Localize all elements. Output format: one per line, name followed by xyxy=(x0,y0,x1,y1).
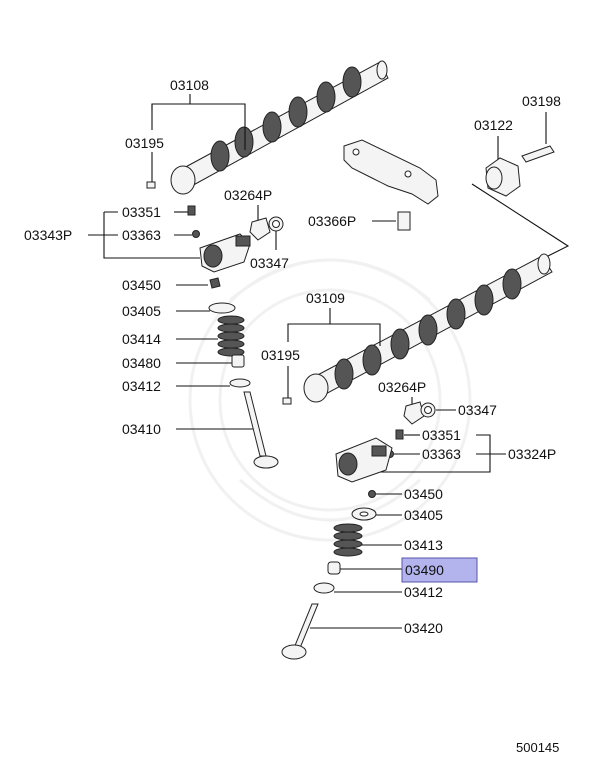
rocker-arm-lower[interactable] xyxy=(335,437,393,483)
oil-plug-03366P[interactable] xyxy=(397,211,411,231)
adjust-screw-lower[interactable] xyxy=(395,429,404,440)
gasket-03264P-upper[interactable] xyxy=(249,217,271,241)
dowel-pin-lower[interactable] xyxy=(282,397,292,405)
label-03264P-upper[interactable]: 03264P xyxy=(224,187,272,203)
spring-seat-03412-right[interactable] xyxy=(313,582,335,594)
label-03450-right[interactable]: 03450 xyxy=(404,486,443,502)
keeper-03450-right[interactable] xyxy=(368,490,376,498)
label-03198[interactable]: 03198 xyxy=(522,93,561,109)
label-03351-upper[interactable]: 03351 xyxy=(122,204,161,220)
watermark-emblem xyxy=(188,258,472,542)
label-03109[interactable]: 03109 xyxy=(306,290,345,306)
label-03351-lower[interactable]: 03351 xyxy=(422,427,461,443)
label-03405-right[interactable]: 03405 xyxy=(404,507,443,523)
highlight-box-03490 xyxy=(401,557,478,583)
spring-seat-03412-left[interactable] xyxy=(229,378,251,388)
gasket-03264P-lower[interactable] xyxy=(403,401,425,425)
camshaft-bracket[interactable] xyxy=(343,139,439,205)
label-03412-right[interactable]: 03412 xyxy=(404,584,443,600)
label-03195-upper[interactable]: 03195 xyxy=(125,135,164,151)
label-03490[interactable]: 03490 xyxy=(405,562,444,578)
label-03108[interactable]: 03108 xyxy=(170,77,209,93)
stem-seal-03490[interactable] xyxy=(327,561,341,575)
label-03405-left[interactable]: 03405 xyxy=(122,303,161,319)
sprocket-03122[interactable] xyxy=(485,157,521,197)
label-03480[interactable]: 03480 xyxy=(122,355,161,371)
label-03347-lower[interactable]: 03347 xyxy=(458,402,497,418)
rocker-arm-upper[interactable] xyxy=(199,233,251,273)
label-03363-lower[interactable]: 03363 xyxy=(422,446,461,462)
upper-camshaft[interactable] xyxy=(170,60,389,195)
adjust-screw-upper[interactable] xyxy=(187,205,196,216)
keeper-03450-left[interactable] xyxy=(209,277,221,289)
dowel-pin-upper[interactable] xyxy=(146,181,156,189)
label-03195-lower[interactable]: 03195 xyxy=(261,347,300,363)
nut-upper[interactable] xyxy=(192,230,200,238)
retainer-03405-left[interactable] xyxy=(208,302,236,314)
label-03347-upper[interactable]: 03347 xyxy=(250,255,289,271)
label-03413[interactable]: 03413 xyxy=(404,537,443,553)
valve-spring-03414[interactable] xyxy=(217,315,245,357)
valve-03420[interactable] xyxy=(281,603,319,660)
label-03450-left[interactable]: 03450 xyxy=(122,277,161,293)
lower-camshaft[interactable] xyxy=(303,253,553,403)
label-03420[interactable]: 03420 xyxy=(404,620,443,636)
diagram-number: 500145 xyxy=(516,740,559,755)
label-03414[interactable]: 03414 xyxy=(122,331,161,347)
label-03122[interactable]: 03122 xyxy=(474,117,513,133)
label-03264P-lower[interactable]: 03264P xyxy=(378,379,426,395)
label-03412-left[interactable]: 03412 xyxy=(122,378,161,394)
stem-seal-03480[interactable] xyxy=(231,354,245,368)
label-03363-upper[interactable]: 03363 xyxy=(122,227,161,243)
label-03410[interactable]: 03410 xyxy=(122,421,161,437)
bolt-03198[interactable] xyxy=(521,145,555,163)
valve-03410[interactable] xyxy=(243,391,279,469)
label-03324P[interactable]: 03324P xyxy=(508,446,556,462)
label-03343P[interactable]: 03343P xyxy=(24,227,72,243)
label-03366P[interactable]: 03366P xyxy=(308,213,356,229)
valve-spring-03413[interactable] xyxy=(333,523,363,557)
